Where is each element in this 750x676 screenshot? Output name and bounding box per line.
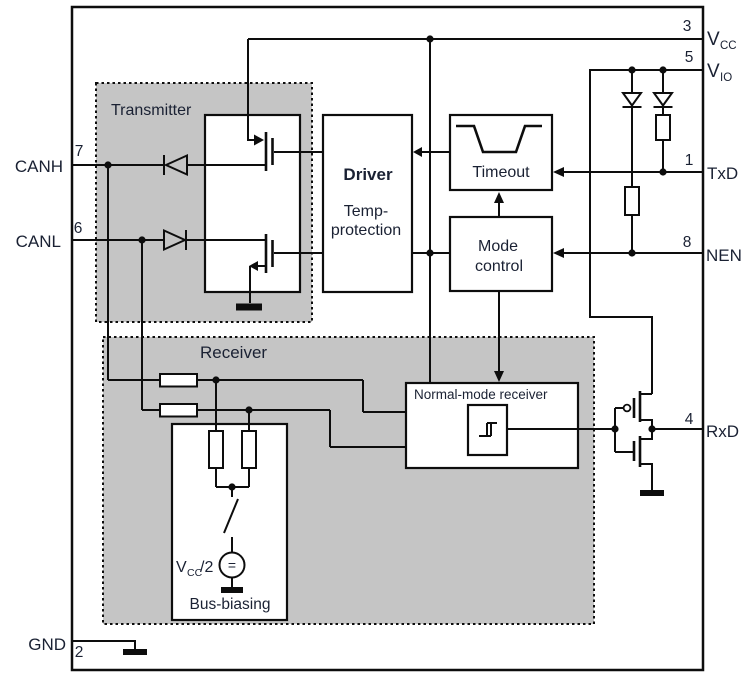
diode-symbol [621,92,643,108]
pin-label-vcc-sub: CC [720,40,737,52]
driver-line1: Temp- [344,203,388,220]
canh-receiver-wire [107,165,160,381]
vcc-rail [248,35,703,383]
txd-input-network [553,66,703,258]
hysteresis-icon [479,422,497,437]
transmitter-region-label: Transmitter [111,102,192,119]
junction-dot [426,35,434,43]
pin-number-canl: 6 [74,220,83,237]
bus-biasing-block: = V CC /2 Bus-biasing [170,380,289,622]
driver-title: Driver [343,165,393,184]
diode-symbol [652,92,674,108]
vio-wire [589,69,703,394]
pin-label-canh: CANH [15,157,63,176]
output-stage-box [203,113,302,294]
receiver-circuit: = V CC /2 Bus-biasing Normal-mode receiv… [107,165,615,622]
canl-branch [72,228,266,252]
timeout-waveform-icon [456,124,542,154]
resistor-symbol [241,430,257,469]
bias-voltage-label: V [176,559,187,576]
junction-dot [659,168,667,176]
arrow-right-icon [254,134,264,146]
diode-symbol [163,228,188,252]
pin-number-nen: 8 [683,234,692,251]
canh-branch [72,153,266,177]
bias-voltage-tail: /2 [200,559,213,576]
pin-label-rxd: RxD [706,422,739,441]
pin-label-vcc: V [707,29,720,50]
pin-label-nen: NEN [706,246,742,265]
pmos-symbol [632,391,653,429]
driver-box [321,113,414,294]
mode-control-block: Mode control [412,192,554,382]
pin-number-txd: 1 [685,152,694,169]
timeout-block: Timeout [413,113,554,192]
pin-number-canh: 7 [75,143,84,160]
switch-symbol [223,498,239,534]
resistor-symbol [624,186,640,216]
arrow-left-icon [553,248,564,258]
pin-label-vio: V [707,61,720,82]
resistor-symbol [159,373,198,388]
driver-line2: protection [331,222,401,239]
transmitter-circuit [72,39,323,311]
resistor-symbol [159,403,198,418]
arrow-up-icon [494,192,504,203]
bus-biasing-label: Bus-biasing [190,596,271,613]
normal-mode-receiver-label: Normal-mode receiver [414,387,548,402]
arrow-left-icon [249,261,258,271]
bias-voltage-sub: CC [187,567,203,579]
junction-dot [628,249,636,257]
pin-number-gnd: 2 [75,644,84,661]
driver-block: Driver Temp- protection [321,113,414,294]
pin-label-vio-sub: IO [720,72,732,84]
receiver-region-label: Receiver [200,343,267,362]
drain-wire [247,39,254,141]
voltage-source-glyph: = [228,557,236,573]
pin-label-txd: TxD [707,164,738,183]
arrow-down-icon [494,371,504,382]
pin-number-vio: 5 [685,49,694,66]
gnd-pin-circuit [72,640,147,655]
gnd-wire [72,640,136,649]
lowside-mosfet-symbol [236,234,323,311]
canl-receiver-wire [141,240,160,411]
rxd-output-stage [611,391,703,496]
resistor-symbol [655,114,671,141]
arrow-left-icon [553,167,564,177]
resistor-symbol [208,430,224,469]
pin-number-rxd: 4 [685,411,694,428]
timeout-label: Timeout [472,164,530,181]
normal-mode-receiver-block: Normal-mode receiver [404,381,615,470]
mode-control-line2: control [475,258,523,275]
highside-mosfet-symbol [247,39,323,171]
mode-control-box [448,215,554,293]
diode-symbol [163,153,188,177]
pin-labels: CANH 7 CANL 6 GND 2 V CC 3 V IO 5 TxD 1 … [15,18,742,661]
inverter-bubble-icon [622,403,632,413]
source-wire [640,463,653,490]
pin-label-gnd: GND [28,635,66,654]
pin-label-canl: CANL [16,232,61,251]
mode-control-line1: Mode [478,238,518,255]
junction-dot [426,249,434,257]
arrow-left-icon [413,147,422,157]
vio-rail [589,69,703,394]
pin-number-vcc: 3 [683,18,692,35]
